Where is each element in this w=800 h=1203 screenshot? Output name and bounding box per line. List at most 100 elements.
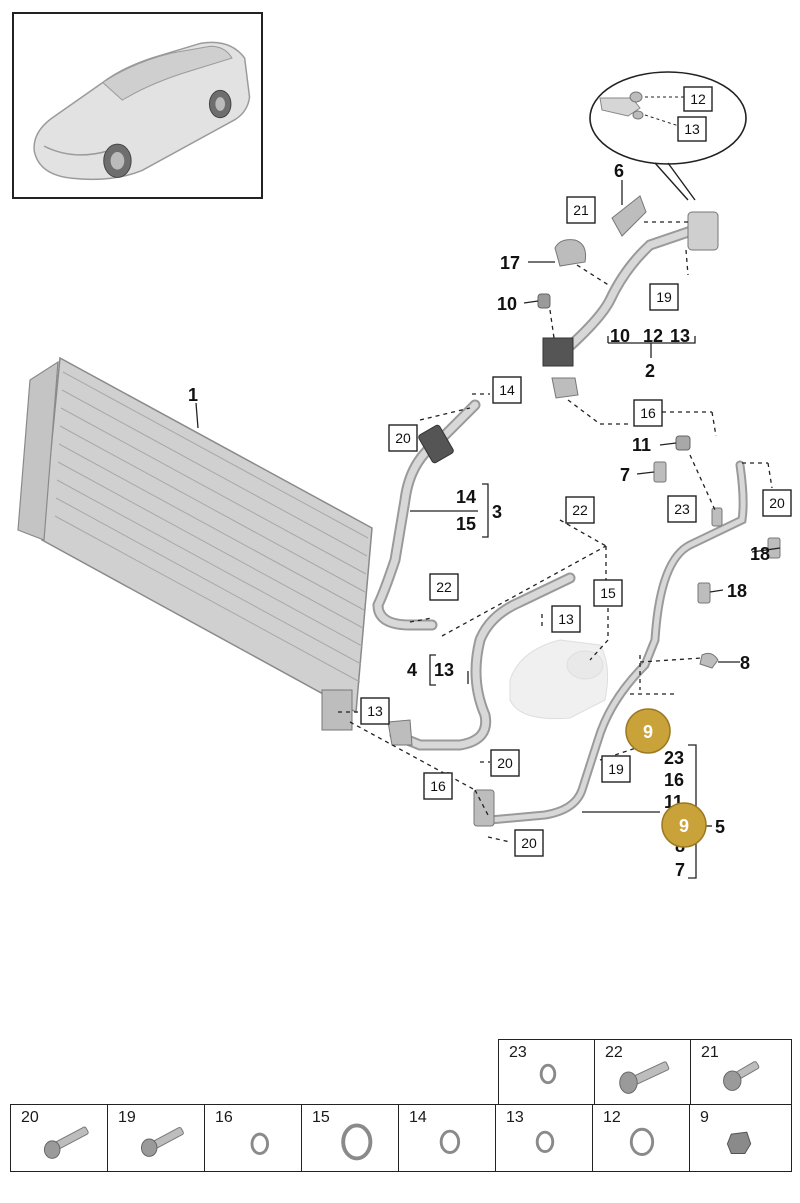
group-5-item-b: 16 (664, 770, 684, 790)
exploded-view: 12 13 21 19 14 20 16 20 23 22 22 15 13 1… (17, 71, 792, 880)
callout-1: 1 (188, 385, 198, 405)
group-5-item-a: 23 (664, 748, 684, 768)
callout-4: 4 (407, 660, 417, 680)
part-18-lower (697, 582, 711, 604)
highlight-9-lower[interactable]: 9 (661, 802, 707, 848)
highlight-9-upper-label: 9 (643, 722, 653, 742)
cap-part (537, 293, 551, 309)
legend-num: 21 (701, 1044, 719, 1061)
detail-bubble (589, 71, 747, 165)
o-ring-icon (535, 1130, 555, 1154)
legend-num: 23 (509, 1044, 527, 1061)
vehicle-thumbnail (12, 12, 263, 199)
o-ring-icon (629, 1127, 655, 1156)
part-7 (653, 461, 667, 483)
legend-num: 14 (409, 1109, 427, 1126)
compressor (509, 639, 609, 720)
highlight-9-upper[interactable]: 9 (625, 708, 671, 754)
hose-4 (387, 572, 576, 751)
boxed-label-16-top: 16 (640, 405, 656, 421)
leader-lines (195, 180, 781, 879)
o-ring-icon (539, 1063, 557, 1085)
boxed-label-19-bottom: 19 (608, 761, 624, 777)
hose-3 (372, 399, 481, 631)
group-4-item-a: 13 (434, 660, 454, 680)
legend-num: 16 (215, 1109, 233, 1126)
part-8 (699, 652, 719, 669)
callout-5: 5 (715, 817, 725, 837)
boxed-label-21: 21 (573, 202, 589, 218)
boxed-label-20-mid: 20 (497, 755, 513, 771)
part-23 (711, 507, 723, 527)
bracket-part (611, 195, 647, 237)
legend-cell-22: 22 (594, 1039, 692, 1105)
callout-8: 8 (740, 653, 750, 673)
callout-2: 2 (645, 361, 655, 381)
legend-cell-13: 13 (495, 1104, 593, 1172)
clip-part (554, 239, 586, 267)
legend-cell-20: 20 (10, 1104, 108, 1172)
callout-11: 11 (632, 435, 651, 455)
boxed-label-16-bottom: 16 (430, 778, 446, 794)
boxed-label-13-detail: 13 (684, 121, 700, 137)
legend-cell-15: 15 (301, 1104, 399, 1172)
o-ring-icon (250, 1132, 270, 1155)
legend-num: 15 (312, 1109, 330, 1126)
screw-icon (140, 1127, 184, 1157)
group-2-item-a: 10 (610, 326, 630, 346)
group-5-item-e: 7 (675, 860, 685, 880)
boxed-label-13-mid: 13 (558, 611, 574, 627)
legend-num: 13 (506, 1109, 524, 1126)
callout-7: 7 (620, 465, 630, 485)
group-2-item-c: 13 (670, 326, 690, 346)
boxed-label-15: 15 (600, 585, 616, 601)
boxed-label-22-left: 22 (436, 579, 452, 595)
legend-num: 22 (605, 1044, 623, 1061)
o-ring-icon (439, 1129, 461, 1155)
legend-cell-9: 9 (689, 1104, 792, 1172)
group-3-item-b: 15 (456, 514, 476, 534)
callout-6: 6 (614, 161, 624, 181)
highlight-9-lower-label: 9 (679, 816, 689, 836)
legend-cell-12: 12 (592, 1104, 690, 1172)
callout-18-upper: 18 (750, 544, 770, 564)
o-ring-icon (341, 1123, 373, 1161)
legend-cell-16: 16 (204, 1104, 302, 1172)
boxed-label-13-condenser: 13 (367, 703, 383, 719)
legend-num: 9 (700, 1109, 709, 1126)
legend-num: 20 (21, 1109, 39, 1126)
group-2-item-b: 12 (643, 326, 663, 346)
boxed-label-14: 14 (499, 382, 515, 398)
legend-num: 19 (118, 1109, 136, 1126)
cap-icon (726, 1131, 752, 1155)
boxed-label-19-top: 19 (656, 289, 672, 305)
boxed-label-23: 23 (674, 501, 690, 517)
screw-icon (619, 1061, 670, 1094)
callout-10: 10 (497, 294, 517, 314)
car-image (33, 41, 251, 181)
legend-cell-19: 19 (107, 1104, 205, 1172)
boxed-label-12: 12 (690, 91, 706, 107)
boxed-label-20-left: 20 (395, 430, 411, 446)
group-3-item-a: 14 (456, 487, 476, 507)
legend-cell-14: 14 (398, 1104, 496, 1172)
boxed-label-texts: 12 13 21 19 14 20 16 20 23 22 22 15 13 1… (367, 91, 785, 851)
boxed-label-20-bottom: 20 (521, 835, 537, 851)
boxed-label-22-top: 22 (572, 502, 588, 518)
callout-17: 17 (500, 253, 520, 273)
screw-icon (43, 1126, 89, 1159)
callout-numbers: 1 2 3 4 5 6 7 8 10 11 17 18 18 10 12 13 … (188, 161, 770, 880)
legend-num: 12 (603, 1109, 621, 1126)
detail-connector (599, 91, 644, 120)
label-frames (360, 86, 792, 857)
legend-cell-21: 21 (690, 1039, 792, 1105)
boxed-label-20-right: 20 (769, 495, 785, 511)
screw-icon (723, 1061, 760, 1091)
callout-18-lower: 18 (727, 581, 747, 601)
condenser (17, 356, 373, 731)
upper-line-assembly (542, 211, 719, 399)
legend-cell-23: 23 (498, 1039, 596, 1105)
callout-3: 3 (492, 502, 502, 522)
part-11 (675, 435, 691, 451)
